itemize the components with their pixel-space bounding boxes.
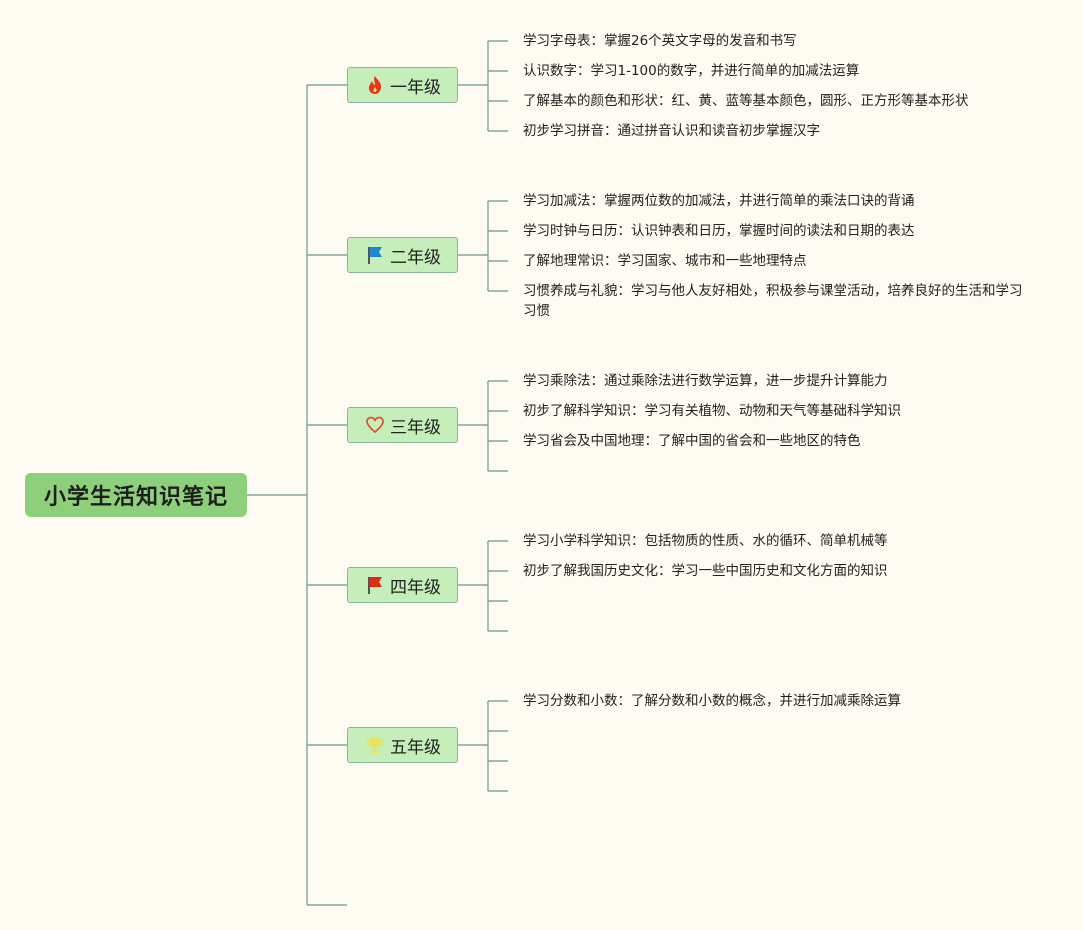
leaf-item[interactable]: 学习字母表：掌握26个英文字母的发音和书写 <box>523 33 797 49</box>
grade-label: 三年级 <box>390 417 441 438</box>
leaf-item[interactable]: 习惯养成与礼貌：学习与他人友好相处，积极参与课堂活动，培养良好的生活和学习习惯 <box>523 283 1023 319</box>
leaf-item[interactable]: 学习分数和小数：了解分数和小数的概念，并进行加减乘除运算 <box>523 693 901 709</box>
leaf-item[interactable]: 初步了解我国历史文化：学习一些中国历史和文化方面的知识 <box>523 563 888 579</box>
grade-node-3[interactable]: 三年级 <box>347 407 458 443</box>
root-node[interactable]: 小学生活知识笔记 <box>25 473 247 517</box>
grade-node-1[interactable]: 一年级 <box>347 67 458 103</box>
leaf-item[interactable]: 学习时钟与日历：认识钟表和日历，掌握时间的读法和日期的表达 <box>523 223 915 239</box>
grade-label: 五年级 <box>390 737 441 758</box>
leaf-item[interactable]: 认识数字：学习1-100的数字，并进行简单的加减法运算 <box>523 63 860 79</box>
leaf-item[interactable]: 学习省会及中国地理：了解中国的省会和一些地区的特色 <box>523 433 861 449</box>
root-title: 小学生活知识笔记 <box>43 485 228 510</box>
leaf-item[interactable]: 学习加减法：掌握两位数的加减法，并进行简单的乘法口诀的背诵 <box>523 193 915 209</box>
fire-icon <box>364 74 386 96</box>
blue-flag-icon <box>364 244 386 266</box>
leaf-item[interactable]: 了解基本的颜色和形状：红、黄、蓝等基本颜色，圆形、正方形等基本形状 <box>523 93 969 109</box>
heart-icon <box>364 414 386 436</box>
grade-label: 一年级 <box>390 77 441 98</box>
leaf-item[interactable]: 学习小学科学知识：包括物质的性质、水的循环、简单机械等 <box>523 533 888 549</box>
leaf-item[interactable]: 初步了解科学知识：学习有关植物、动物和天气等基础科学知识 <box>523 403 901 419</box>
grade-node-2[interactable]: 二年级 <box>347 237 458 273</box>
red-flag-icon <box>364 574 386 596</box>
leaf-item[interactable]: 初步学习拼音：通过拼音认识和读音初步掌握汉字 <box>523 123 820 139</box>
grade-label: 四年级 <box>390 577 441 598</box>
leaf-item[interactable]: 了解地理常识：学习国家、城市和一些地理特点 <box>523 253 807 269</box>
trophy-icon <box>364 734 386 756</box>
leaf-item[interactable]: 学习乘除法：通过乘除法进行数学运算，进一步提升计算能力 <box>523 373 888 389</box>
grade-node-4[interactable]: 四年级 <box>347 567 458 603</box>
grade-node-5[interactable]: 五年级 <box>347 727 458 763</box>
grade-label: 二年级 <box>390 247 441 268</box>
